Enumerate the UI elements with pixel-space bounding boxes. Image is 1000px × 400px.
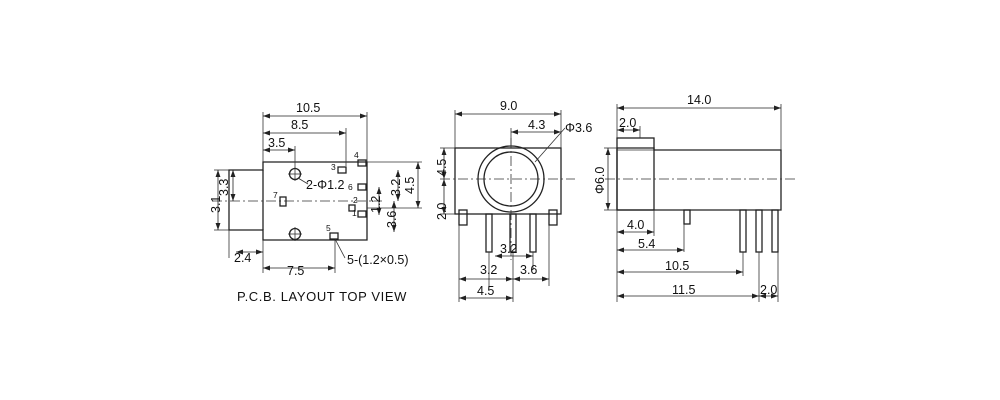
- pcb-dim-3-6: 3.6: [385, 211, 399, 228]
- pin-number-3: 3: [331, 162, 336, 172]
- pcb-dim-7-5: 7.5: [287, 264, 304, 278]
- slot-pin-1: [357, 210, 367, 218]
- side-dim-2-0-bottom: 2.0: [760, 283, 777, 297]
- side-view: 14.0 2.0 Φ6.0 4.0 5.4 10.5 11.5 2.0: [593, 93, 795, 302]
- front-pin-3: [529, 213, 537, 253]
- side-nose: [616, 137, 655, 211]
- front-dim-3-2-pins: 3.2: [500, 242, 517, 256]
- slot-pin-4: [357, 159, 367, 167]
- front-dim-phi-3-6: Φ3.6: [565, 121, 592, 135]
- side-dim-11-5: 11.5: [672, 283, 695, 297]
- front-dim-9-0: 9.0: [500, 99, 517, 113]
- pcb-hole-note: 2-Φ1.2: [306, 178, 345, 192]
- pcb-dim-10-5: 10.5: [296, 101, 320, 115]
- side-pin-2: [755, 209, 763, 253]
- pcb-dim-3-1: 3.1: [209, 196, 223, 213]
- pin-number-2: 2: [353, 195, 358, 205]
- side-dim-10-5: 10.5: [665, 259, 689, 273]
- slot-pin-7: [279, 196, 287, 207]
- slot-pin-5: [329, 232, 339, 240]
- pin-number-7: 7: [273, 190, 278, 200]
- pcb-dim-2-4: 2.4: [234, 251, 251, 265]
- front-dim-3-6: 3.6: [520, 263, 537, 277]
- front-dim-4-5: 4.5: [435, 159, 449, 176]
- side-dim-14-0: 14.0: [687, 93, 711, 107]
- front-dim-4-5-bottom: 4.5: [477, 284, 494, 298]
- pcb-dim-4-5: 4.5: [403, 177, 417, 194]
- pcb-dim-1-2: 1.2: [369, 196, 383, 213]
- pin-number-5: 5: [326, 223, 331, 233]
- side-dim-phi-6-0: Φ6.0: [593, 167, 607, 194]
- pin-number-4: 4: [354, 150, 359, 160]
- pcb-layout-view: 4 3 6 2 1 7 5 10.5 8.5 3.5 3.1 3.3 2.4 7…: [209, 101, 422, 304]
- side-tab: [683, 209, 691, 225]
- side-dim-4-0: 4.0: [627, 218, 644, 232]
- slot-pin-2: [348, 204, 356, 212]
- front-body: [454, 147, 562, 215]
- front-pin-1: [485, 213, 493, 253]
- pcb-slot-note: 5-(1.2×0.5): [347, 253, 409, 267]
- pcb-dim-3-5: 3.5: [268, 136, 285, 150]
- pin-number-6: 6: [348, 182, 353, 192]
- side-pin-3: [771, 209, 779, 253]
- pin-number-1: 1: [352, 208, 357, 218]
- side-dim-2-0-top: 2.0: [619, 116, 636, 130]
- pcb-dim-3-2: 3.2: [389, 179, 403, 196]
- front-dim-2-0: 2.0: [435, 203, 449, 220]
- front-view: 9.0 4.3 Φ3.6 4.5 2.0 3.2 3.2 3.6 4.5: [435, 99, 592, 302]
- pcb-caption: P.C.B. LAYOUT TOP VIEW: [237, 289, 407, 304]
- front-dim-4-3: 4.3: [528, 118, 545, 132]
- pcb-dim-8-5: 8.5: [291, 118, 308, 132]
- front-dim-3-2-lower: 3.2: [480, 263, 497, 277]
- front-tab-left: [458, 209, 468, 226]
- slot-pin-3: [337, 166, 347, 174]
- front-tab-right: [548, 209, 558, 226]
- side-dim-5-4: 5.4: [638, 237, 655, 251]
- pcb-dim-3-3: 3.3: [217, 179, 231, 196]
- slot-pin-6: [357, 183, 367, 191]
- side-pin-1: [739, 209, 747, 253]
